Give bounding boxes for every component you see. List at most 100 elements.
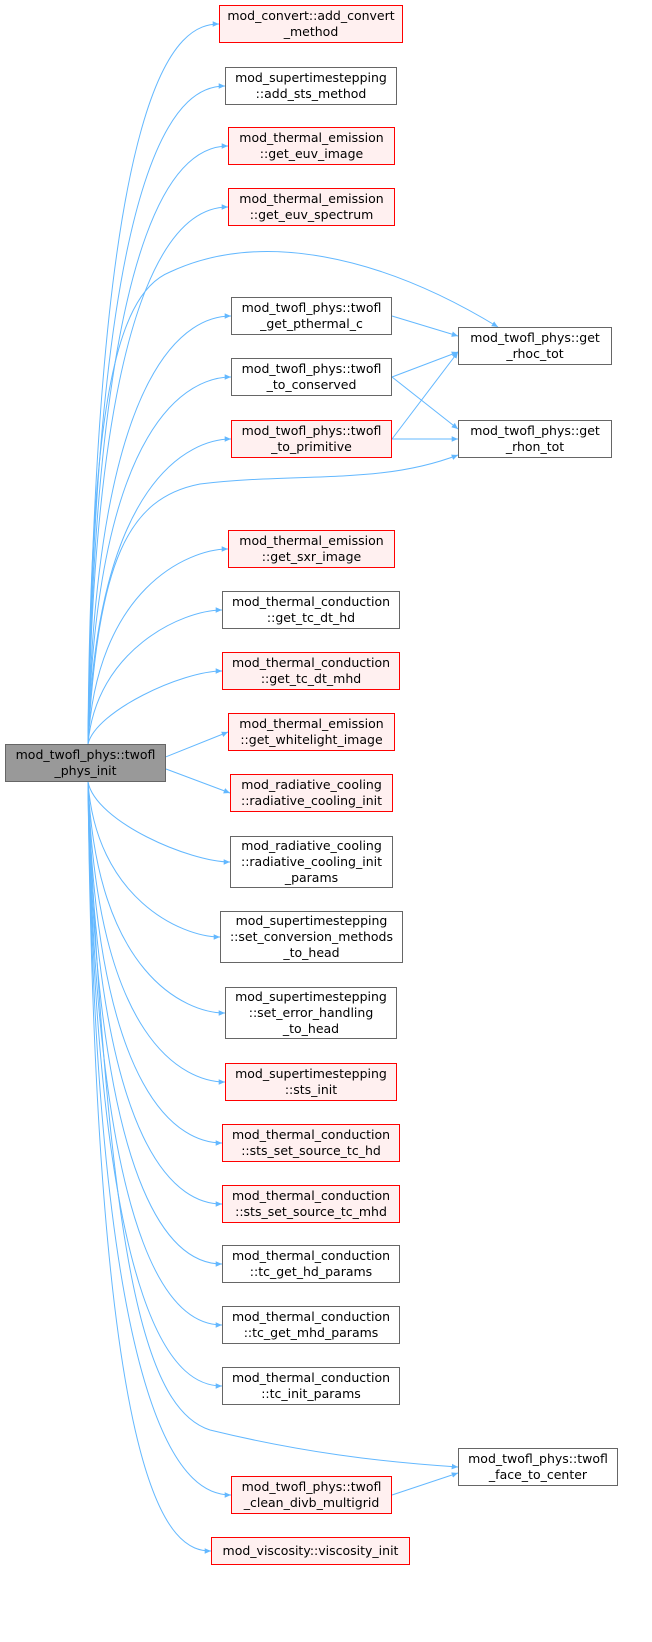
node-label-line: ::get_tc_dt_mhd — [260, 671, 362, 686]
node-label-line: mod_radiative_cooling — [241, 838, 382, 853]
edge-root-to-sts-init — [87, 781, 226, 1085]
node-face-to-center[interactable]: mod_twofl_phys::twofl_face_to_center — [458, 1448, 618, 1486]
node-radiative-cooling-init-params[interactable]: mod_radiative_cooling::radiative_cooling… — [230, 836, 393, 888]
edge-root-to-tc-init-params — [87, 781, 223, 1389]
node-label-line: mod_convert::add_convert — [227, 8, 395, 23]
node-label-line: _rhoc_tot — [506, 346, 564, 361]
node-label-line: mod_twofl_phys::twofl — [468, 1451, 608, 1466]
edge-root-to-tc-get-mhd-params — [87, 781, 223, 1328]
node-label-line: mod_twofl_phys::twofl — [15, 747, 156, 762]
edge-root-to-get-sxr-image — [87, 546, 229, 745]
edge-to-conserved-to-get-rhoc-tot — [391, 351, 459, 378]
node-label-line: mod_twofl_phys::twofl — [241, 361, 382, 376]
node-get-tc-dt-hd[interactable]: mod_thermal_conduction::get_tc_dt_hd — [222, 591, 400, 629]
node-label-line: _to_primitive — [271, 439, 352, 454]
node-get-rhoc-tot[interactable]: mod_twofl_phys::get_rhoc_tot — [458, 327, 612, 365]
node-label-line: ::get_whitelight_image — [240, 732, 383, 747]
node-label-line: ::get_euv_spectrum — [249, 207, 374, 222]
edge-root-to-get-euv-spectrum — [87, 204, 229, 745]
node-sts-init[interactable]: mod_supertimestepping::sts_init — [225, 1063, 397, 1101]
node-label-line: ::get_tc_dt_hd — [266, 610, 356, 625]
edge-root-to-get-rhoc-tot — [87, 251, 499, 745]
node-tc-get-mhd-params[interactable]: mod_thermal_conduction::tc_get_mhd_param… — [222, 1306, 400, 1344]
node-sts-set-source-tc-hd[interactable]: mod_thermal_conduction::sts_set_source_t… — [222, 1124, 400, 1162]
edge-root-to-sts-set-source-tc-hd — [87, 781, 223, 1146]
edge-root-to-get-whitelight-image — [165, 731, 229, 758]
edge-get-pthermal-c-to-get-rhoc-tot — [391, 315, 459, 337]
node-label-line: mod_radiative_cooling — [241, 777, 382, 792]
node-get-rhon-tot[interactable]: mod_twofl_phys::get_rhon_tot — [458, 420, 612, 458]
node-label-line: mod_thermal_emission — [239, 533, 384, 548]
node-label-line: mod_thermal_emission — [239, 130, 384, 145]
node-get-euv-spectrum[interactable]: mod_thermal_emission::get_euv_spectrum — [228, 188, 395, 226]
node-label-line: mod_thermal_emission — [239, 191, 384, 206]
edge-root-to-viscosity-init — [87, 781, 212, 1554]
edge-root-to-to-conserved — [87, 374, 232, 745]
node-viscosity-init[interactable]: mod_viscosity::viscosity_init — [211, 1537, 410, 1565]
edge-clean-divb-multigrid-to-face-to-center — [391, 1472, 459, 1496]
edge-root-to-radiative-cooling-init-params — [87, 781, 231, 865]
node-label-line: mod_thermal_conduction — [231, 1309, 391, 1324]
node-label-line: mod_supertimestepping — [235, 1066, 387, 1081]
edge-root-to-radiative-cooling-init — [165, 768, 231, 794]
node-label-line: ::tc_get_mhd_params — [243, 1325, 379, 1340]
node-label-line: _method — [283, 24, 339, 39]
node-label-line: mod_twofl_phys::twofl — [241, 300, 382, 315]
node-label-line: mod_twofl_phys::get — [470, 330, 600, 345]
node-label-line: ::sts_init — [284, 1082, 338, 1097]
node-get-whitelight-image[interactable]: mod_thermal_emission::get_whitelight_ima… — [228, 713, 395, 751]
node-clean-divb-multigrid[interactable]: mod_twofl_phys::twofl_clean_divb_multigr… — [231, 1476, 392, 1514]
node-label-line: mod_thermal_emission — [239, 716, 384, 731]
node-label-line: mod_thermal_conduction — [231, 655, 391, 670]
node-label-line: ::tc_init_params — [261, 1386, 361, 1401]
node-label-line: mod_twofl_phys::twofl — [241, 423, 382, 438]
edge-root-to-add-sts-method — [87, 83, 226, 745]
node-label-line: _face_to_center — [488, 1467, 588, 1482]
node-get-tc-dt-mhd[interactable]: mod_thermal_conduction::get_tc_dt_mhd — [222, 652, 400, 690]
edge-to-conserved-to-get-rhon-tot — [391, 376, 459, 430]
node-label-line: _phys_init — [54, 763, 117, 778]
node-sts-set-source-tc-mhd[interactable]: mod_thermal_conduction::sts_set_source_t… — [222, 1185, 400, 1223]
node-tc-get-hd-params[interactable]: mod_thermal_conduction::tc_get_hd_params — [222, 1245, 400, 1283]
node-label-line: _clean_divb_multigrid — [243, 1495, 380, 1510]
node-label-line: _to_head — [283, 945, 340, 960]
node-label-line: ::tc_get_hd_params — [249, 1264, 373, 1279]
node-label-line: mod_thermal_conduction — [231, 594, 391, 609]
node-label-line: _get_pthermal_c — [260, 316, 363, 331]
node-get-pthermal-c[interactable]: mod_twofl_phys::twofl_get_pthermal_c — [231, 297, 392, 335]
node-label-line: ::sts_set_source_tc_mhd — [235, 1204, 387, 1219]
node-to-conserved[interactable]: mod_twofl_phys::twofl_to_conserved — [231, 358, 392, 396]
node-label-line: _to_head — [282, 1021, 340, 1036]
node-label-line: ::radiative_cooling_init — [241, 793, 382, 808]
node-label-line: mod_thermal_conduction — [231, 1127, 391, 1142]
node-label-line: mod_viscosity::viscosity_init — [222, 1543, 399, 1558]
node-label-line: ::get_sxr_image — [261, 549, 362, 564]
node-get-euv-image[interactable]: mod_thermal_emission::get_euv_image — [228, 127, 395, 165]
node-label-line: mod_twofl_phys::get — [470, 423, 600, 438]
edge-root-to-get-tc-dt-hd — [87, 607, 223, 745]
node-radiative-cooling-init[interactable]: mod_radiative_cooling::radiative_cooling… — [230, 774, 393, 812]
node-label-line: ::get_euv_image — [259, 146, 364, 161]
edge-to-primitive-to-get-rhoc-tot — [391, 351, 459, 440]
edge-root-to-get-euv-image — [87, 143, 229, 745]
node-label-line: mod_supertimestepping — [235, 70, 387, 85]
edge-root-to-tc-get-hd-params — [87, 781, 223, 1267]
edge-root-to-set-conversion-methods — [87, 781, 221, 940]
edge-root-to-face-to-center — [87, 781, 459, 1470]
node-get-sxr-image[interactable]: mod_thermal_emission::get_sxr_image — [228, 530, 395, 568]
node-label-line: mod_twofl_phys::twofl — [241, 1479, 382, 1494]
node-label-line: mod_thermal_conduction — [231, 1370, 391, 1385]
node-set-conversion-methods[interactable]: mod_supertimestepping::set_conversion_me… — [220, 911, 403, 963]
node-label-line: ::add_sts_method — [255, 86, 367, 101]
edge-root-to-get-tc-dt-mhd — [87, 668, 223, 745]
node-add-convert-method[interactable]: mod_convert::add_convert_method — [219, 5, 403, 43]
node-to-primitive[interactable]: mod_twofl_phys::twofl_to_primitive — [231, 420, 392, 458]
node-add-sts-method[interactable]: mod_supertimestepping::add_sts_method — [225, 67, 397, 105]
edge-root-to-clean-divb-multigrid — [87, 781, 232, 1498]
node-set-error-handling[interactable]: mod_supertimestepping::set_error_handlin… — [225, 987, 397, 1039]
node-label-line: _rhon_tot — [505, 439, 565, 454]
edge-root-to-get-pthermal-c — [87, 313, 232, 745]
edge-root-to-get-rhon-tot — [87, 454, 459, 745]
node-tc-init-params[interactable]: mod_thermal_conduction::tc_init_params — [222, 1367, 400, 1405]
